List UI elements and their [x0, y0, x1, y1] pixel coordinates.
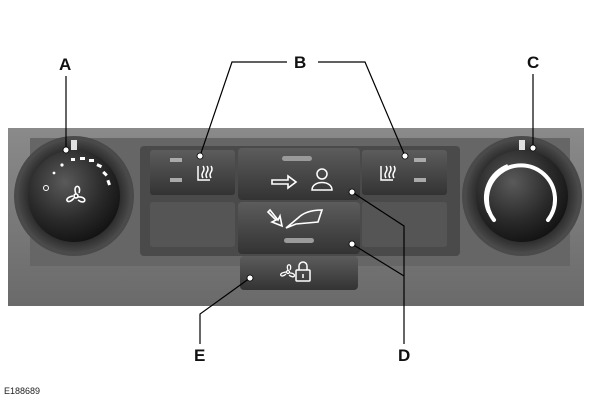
heated-seat-icon	[197, 165, 213, 181]
leader-line-d-lower	[351, 243, 405, 277]
callout-e: E	[194, 346, 206, 365]
callout-a: A	[59, 55, 72, 74]
recirculation-arrow-icon	[271, 174, 298, 190]
leader-dots	[62, 144, 537, 282]
blank-button-right	[362, 202, 447, 247]
heated-seat-icon	[380, 165, 396, 181]
windshield-defrost-icon	[266, 208, 324, 229]
leader-line-d-upper	[351, 191, 405, 344]
figure-reference: E188689	[4, 386, 41, 396]
blank-button-left	[150, 202, 235, 247]
airflow-face-button[interactable]	[238, 148, 360, 200]
lock-icon	[295, 261, 311, 282]
leader-line-e	[199, 277, 251, 344]
temperature-knob[interactable]	[462, 136, 582, 256]
airflow-floor-windshield-button[interactable]	[238, 202, 360, 254]
temperature-scale-arc-left	[483, 164, 509, 213]
leader-lines	[65, 61, 534, 344]
leader-line-b-right	[318, 61, 406, 157]
heated-seat-button-right[interactable]	[362, 150, 447, 195]
callout-d: D	[398, 346, 411, 365]
fan-icon	[66, 185, 86, 203]
fan-icon	[280, 264, 296, 278]
fan-speed-scale	[43, 157, 111, 191]
leader-line-b-left	[199, 61, 287, 157]
climate-lock-button[interactable]	[240, 256, 358, 290]
person-icon	[311, 168, 333, 191]
heated-seat-button-left[interactable]	[150, 150, 235, 195]
callout-c: C	[527, 53, 540, 72]
callout-b: B	[294, 53, 307, 72]
